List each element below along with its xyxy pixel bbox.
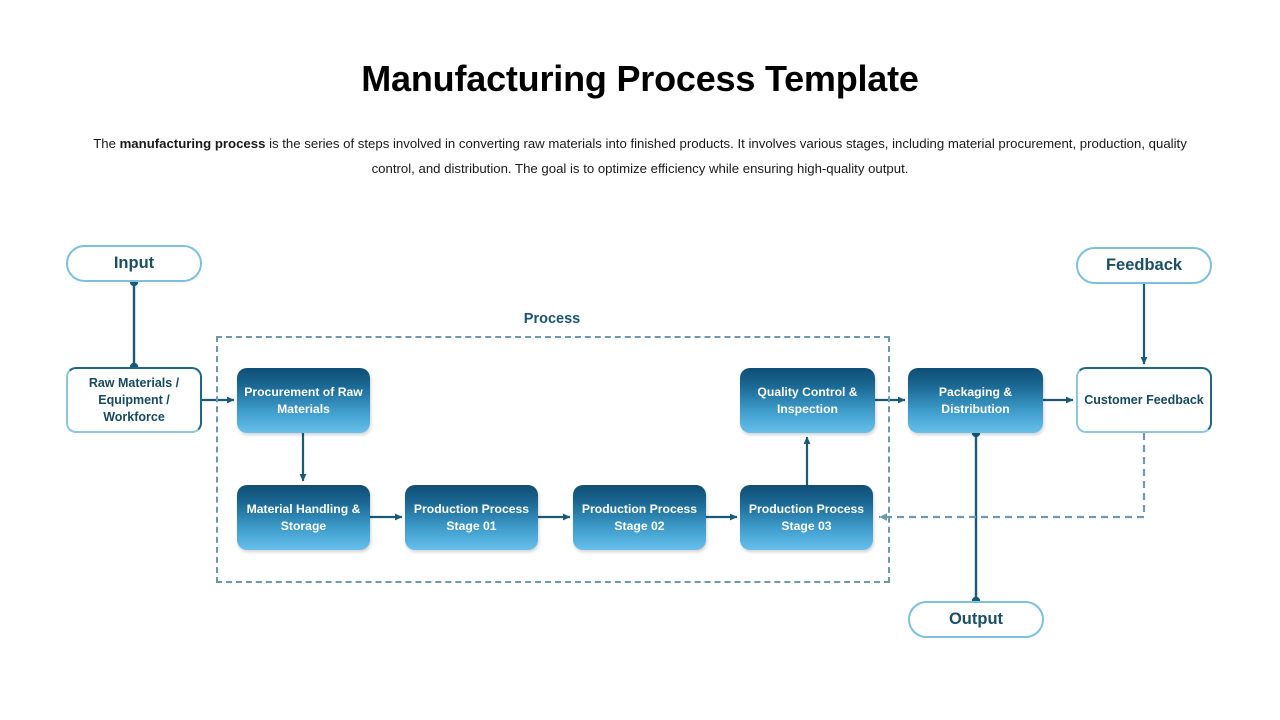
node-production-process-stage-01[interactable]: Production Process Stage 01 bbox=[405, 485, 538, 550]
node-packaging-and-distribution[interactable]: Packaging & Distribution bbox=[908, 368, 1043, 433]
edge-input-to-raw-materials bbox=[129, 277, 139, 372]
description-suffix: is the series of steps involved in conve… bbox=[265, 136, 1187, 176]
node-quality-control-and-inspection[interactable]: Quality Control & Inspection bbox=[740, 368, 875, 433]
pill-output[interactable]: Output bbox=[908, 601, 1044, 638]
pill-input[interactable]: Input bbox=[66, 245, 202, 282]
edge-packaging-to-output bbox=[971, 428, 981, 606]
description-emphasis: manufacturing process bbox=[119, 136, 266, 151]
edge-customer-feedback-to-stage-03 bbox=[879, 433, 1146, 521]
node-material-handling-and-storage[interactable]: Material Handling & Storage bbox=[237, 485, 370, 550]
node-production-process-stage-03[interactable]: Production Process Stage 03 bbox=[740, 485, 873, 550]
page-title: Manufacturing Process Template bbox=[361, 58, 919, 99]
node-customer-feedback[interactable]: Customer Feedback bbox=[1076, 367, 1212, 433]
process-group-container bbox=[216, 336, 890, 583]
node-production-process-stage-02[interactable]: Production Process Stage 02 bbox=[573, 485, 706, 550]
pill-feedback[interactable]: Feedback bbox=[1076, 247, 1212, 284]
description-prefix: The bbox=[93, 136, 120, 151]
process-group-label: Process bbox=[523, 311, 581, 327]
page-description: The manufacturing process is the series … bbox=[90, 131, 1190, 181]
node-procurement-of-raw-materials[interactable]: Procurement of Raw Materials bbox=[237, 368, 370, 433]
node-raw-materials[interactable]: Raw Materials / Equipment / Workforce bbox=[66, 367, 202, 433]
